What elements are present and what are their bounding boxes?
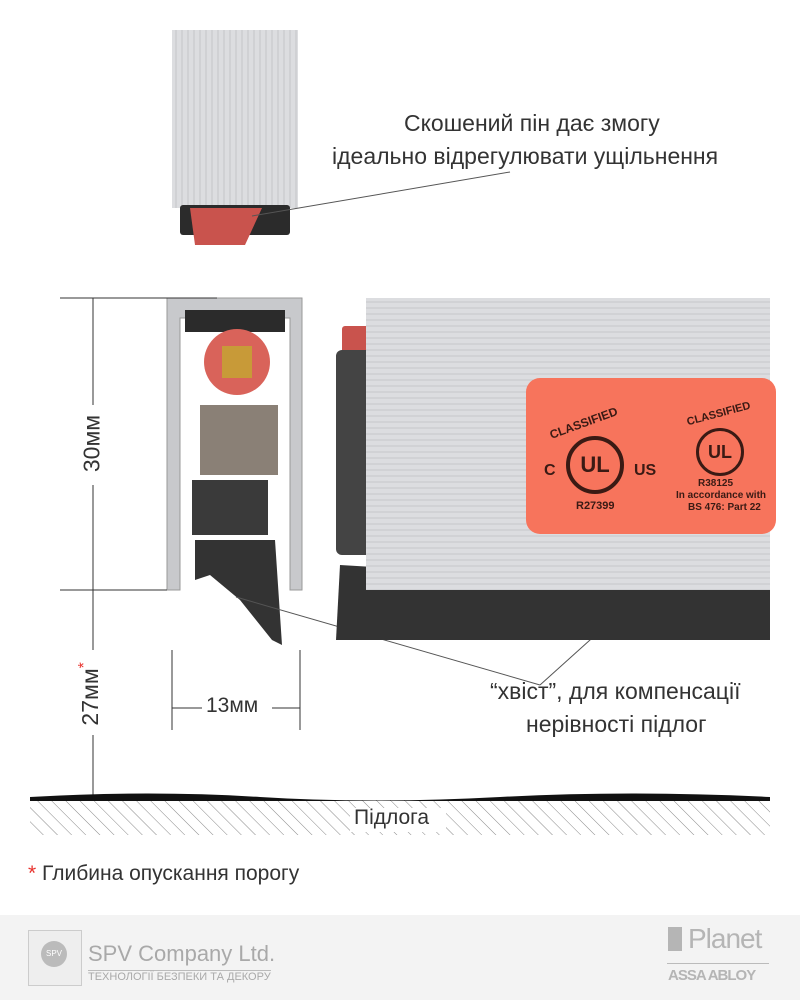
spv-logo-emblem: SPV <box>41 941 67 967</box>
dimension-drop-value: 27мм <box>76 668 103 726</box>
beveled-pin <box>190 208 262 245</box>
ul-code-2: R38125 <box>698 478 734 489</box>
ul-note-2: BS 476: Part 22 <box>688 502 761 513</box>
floor-label: Підлога <box>354 806 430 829</box>
callout-top-line2: ідеально відрегулювати ущільнення <box>332 143 719 169</box>
leader-line-tail <box>235 596 541 686</box>
dimension-drop: 27мм* <box>76 654 104 734</box>
ul-us: US <box>634 462 657 479</box>
brand-name: Planet <box>688 923 762 954</box>
floor <box>30 793 770 835</box>
leader-line-top <box>251 171 511 217</box>
ul-c: C <box>544 462 556 479</box>
brand-sub: ASSA ABLOY <box>668 967 756 984</box>
footnote-text: Глибина опускання порогу <box>42 862 300 885</box>
side-product-view <box>336 298 776 640</box>
ul-code-1: R27399 <box>576 500 615 512</box>
planet-door-icon <box>668 927 682 951</box>
ul-label <box>526 378 776 534</box>
ul-logo-1: UL <box>566 436 624 494</box>
ul-note-1: In accordance with <box>676 490 767 501</box>
cross-section <box>166 297 303 645</box>
callout-top-line1: Скошений пін дає змогу <box>404 110 660 136</box>
classified-text-2: CLASSIFIED <box>685 399 752 429</box>
ul-label-text: CLASSIFIED UL C US R27399 CLASSIFIED UL … <box>526 378 776 534</box>
footer: SPV SPV Company Ltd. ТЕХНОЛОГІЇ БЕЗПЕКИ … <box>0 915 800 1000</box>
spv-logo: SPV <box>28 930 82 986</box>
top-profile-view <box>172 30 298 245</box>
callout-tail-line1: “хвіст”, для компенсації <box>490 678 741 704</box>
classified-text-1: CLASSIFIED <box>547 404 620 442</box>
dimension-width: 13мм <box>206 694 259 717</box>
dimension-height: 30мм <box>78 414 105 473</box>
ul-logo-2: UL <box>696 428 744 476</box>
footnote-asterisk: * <box>28 862 37 885</box>
dimension-lines <box>60 297 301 798</box>
company-tagline: ТЕХНОЛОГІЇ БЕЗПЕКИ ТА ДЕКОРУ <box>88 970 271 983</box>
footnote: * Глибина опускання порогу <box>28 862 299 886</box>
drop-asterisk: * <box>76 662 94 669</box>
company-name: SPV Company Ltd. <box>88 941 276 966</box>
callout-tail-line2: нерівності підлог <box>526 711 707 737</box>
